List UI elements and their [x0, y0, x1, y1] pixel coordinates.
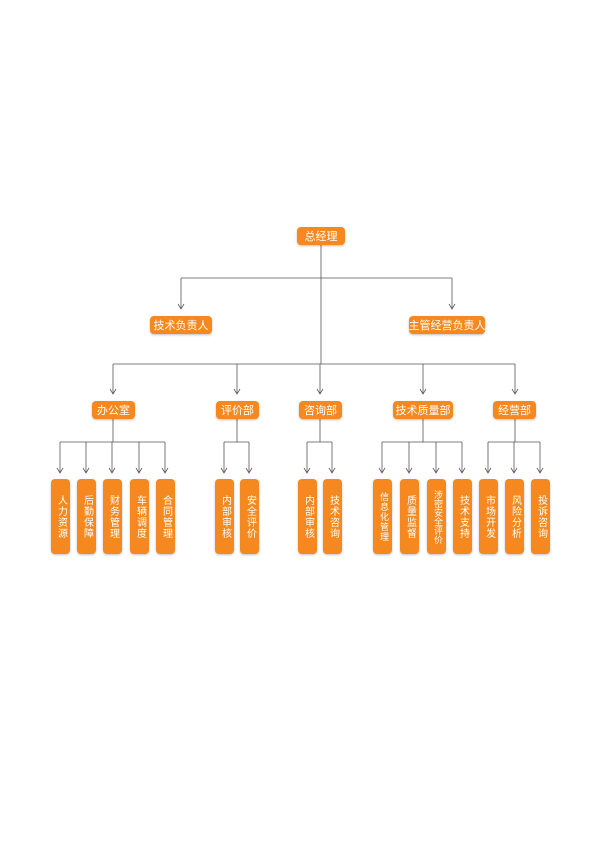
unit-complaint-consult: 投诉咨询	[531, 479, 550, 554]
arrow-head	[316, 388, 324, 395]
arrow-head	[109, 388, 117, 395]
arrow-head	[432, 467, 440, 474]
unit-hr: 人力资源	[51, 479, 70, 554]
arrow-head	[135, 467, 143, 474]
node-root: 总经理	[297, 227, 345, 245]
arrow-head	[161, 467, 169, 474]
node-business-lead: 主管经营负责人	[409, 316, 486, 334]
arrow-head	[108, 467, 116, 474]
dept-office: 办公室	[92, 401, 135, 419]
arrow-head	[448, 303, 456, 310]
arrow-head	[233, 388, 241, 395]
dept-business: 经营部	[493, 401, 536, 419]
unit-safety-eval: 安全评价	[240, 479, 259, 554]
unit-internal-audit-consult: 内部审核	[298, 479, 317, 554]
unit-market-dev: 市场开发	[479, 479, 498, 554]
arrow-head	[458, 467, 466, 474]
dept-tech-quality: 技术质量部	[393, 401, 453, 419]
arrow-head	[405, 467, 413, 474]
arrow-head	[245, 467, 253, 474]
unit-contract: 合同管理	[156, 479, 175, 554]
arrow-head	[328, 467, 336, 474]
arrow-head	[303, 467, 311, 474]
arrow-head	[177, 303, 185, 310]
unit-vehicle-dispatch: 车辆调度	[130, 479, 149, 554]
unit-logistics: 后勤保障	[77, 479, 96, 554]
unit-internal-audit-eval: 内部审核	[215, 479, 234, 554]
node-tech-lead: 技术负责人	[150, 316, 212, 334]
unit-classified-safety-eval: 涉密安全评价	[427, 479, 446, 554]
arrow-head	[220, 467, 228, 474]
arrow-head	[82, 467, 90, 474]
arrow-head	[419, 388, 427, 395]
dept-evaluation: 评价部	[216, 401, 259, 419]
unit-risk-analysis: 风险分析	[505, 479, 524, 554]
unit-quality-supervision: 质量监督	[400, 479, 419, 554]
arrow-head	[536, 467, 544, 474]
arrow-head	[511, 388, 519, 395]
arrow-head	[510, 467, 518, 474]
unit-tech-consult: 技术咨询	[323, 479, 342, 554]
arrow-head	[378, 467, 386, 474]
arrow-head	[56, 467, 64, 474]
unit-finance: 财务管理	[103, 479, 122, 554]
arrow-head	[484, 467, 492, 474]
dept-consulting: 咨询部	[299, 401, 342, 419]
unit-tech-support: 技术支持	[453, 479, 472, 554]
unit-it-management: 信息化管理	[373, 479, 392, 554]
